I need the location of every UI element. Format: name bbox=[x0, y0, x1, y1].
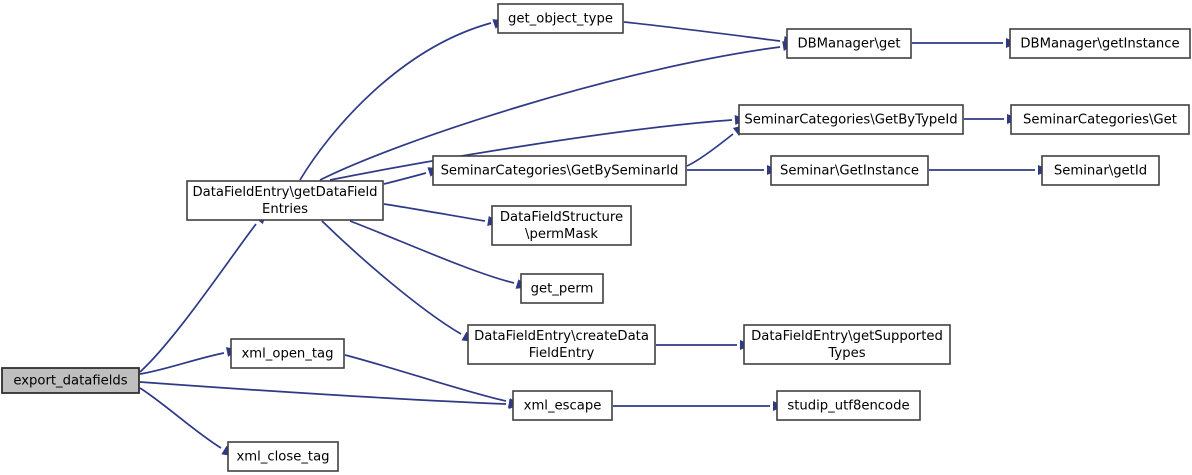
edge-getDataFieldEntries-to-SeminarCategories_GetBySeminarId bbox=[383, 172, 427, 185]
node-box[interactable] bbox=[1010, 104, 1190, 135]
graph-node-get_object_type[interactable]: get_object_type bbox=[497, 3, 624, 34]
edge-getDataFieldEntries-to-SeminarCategories_GetByTypeId bbox=[329, 119, 733, 181]
graph-node-DataFieldStructure_permMask[interactable]: DataFieldStructure\permMask bbox=[491, 205, 632, 246]
node-box[interactable] bbox=[776, 390, 921, 421]
edge-getDataFieldEntries-to-DBManager_get bbox=[319, 46, 781, 181]
arrowheads-layer bbox=[221, 19, 1050, 457]
graph-node-studip_utf8encode[interactable]: studip_utf8encode bbox=[776, 390, 921, 421]
node-box[interactable] bbox=[467, 324, 656, 365]
node-box[interactable] bbox=[770, 155, 929, 186]
graph-node-xml_escape[interactable]: xml_escape bbox=[512, 390, 613, 421]
node-box[interactable] bbox=[186, 180, 384, 221]
edge-SeminarCategories_GetBySeminarId-to-SeminarCategories_GetByTypeId bbox=[686, 133, 734, 167]
graph-node-DBManager_getInstance[interactable]: DBManager\getInstance bbox=[1009, 28, 1191, 59]
graph-node-DBManager_get[interactable]: DBManager\get bbox=[786, 28, 912, 59]
node-box[interactable] bbox=[786, 28, 912, 59]
nodes-layer: export_datafields DataFieldEntry\getDataF… bbox=[1, 3, 1191, 472]
edge-export_datafields-to-xml_open_tag bbox=[139, 352, 225, 375]
graph-node-Seminar_getId[interactable]: Seminar\getId bbox=[1041, 155, 1160, 186]
edge-getDataFieldEntries-to-createDataFieldEntry bbox=[321, 220, 462, 335]
edge-getDataFieldEntries-to-get_perm bbox=[349, 220, 515, 284]
edge-export_datafields-to-getDataFieldEntries bbox=[139, 223, 257, 373]
node-box[interactable] bbox=[230, 338, 345, 369]
graph-node-get_perm[interactable]: get_perm bbox=[520, 273, 604, 304]
node-box[interactable] bbox=[1009, 28, 1191, 59]
node-box[interactable] bbox=[491, 205, 632, 246]
graph-node-Seminar_GetInstance[interactable]: Seminar\GetInstance bbox=[770, 155, 929, 186]
node-box[interactable] bbox=[1, 367, 140, 394]
node-box[interactable] bbox=[743, 324, 951, 365]
graph-node-SeminarCategories_GetBySeminarId[interactable]: SeminarCategories\GetBySeminarId bbox=[432, 155, 687, 186]
edges-layer bbox=[139, 21, 1035, 449]
graph-node-xml_close_tag[interactable]: xml_close_tag bbox=[227, 441, 339, 472]
graph-node-xml_open_tag[interactable]: xml_open_tag bbox=[230, 338, 345, 369]
node-box[interactable] bbox=[512, 390, 613, 421]
edge-getDataFieldEntries-to-DataFieldStructure_permMask bbox=[383, 203, 486, 222]
graph-node-export_datafields[interactable]: export_datafields bbox=[1, 367, 140, 394]
node-box[interactable] bbox=[432, 155, 687, 186]
node-box[interactable] bbox=[1041, 155, 1160, 186]
edge-export_datafields-to-xml_escape bbox=[139, 381, 507, 405]
edge-export_datafields-to-xml_close_tag bbox=[139, 387, 222, 449]
node-box[interactable] bbox=[497, 3, 624, 34]
edge-get_object_type-to-DBManager_get bbox=[623, 21, 781, 42]
graph-node-SeminarCategories_Get[interactable]: SeminarCategories\Get bbox=[1010, 104, 1190, 135]
graph-node-SeminarCategories_GetByTypeId[interactable]: SeminarCategories\GetByTypeId bbox=[738, 104, 964, 135]
node-box[interactable] bbox=[738, 104, 964, 135]
node-box[interactable] bbox=[520, 273, 604, 304]
node-box[interactable] bbox=[227, 441, 339, 472]
edge-getDataFieldEntries-to-get_object_type bbox=[299, 22, 492, 181]
edge-xml_open_tag-to-xml_escape bbox=[344, 354, 507, 402]
